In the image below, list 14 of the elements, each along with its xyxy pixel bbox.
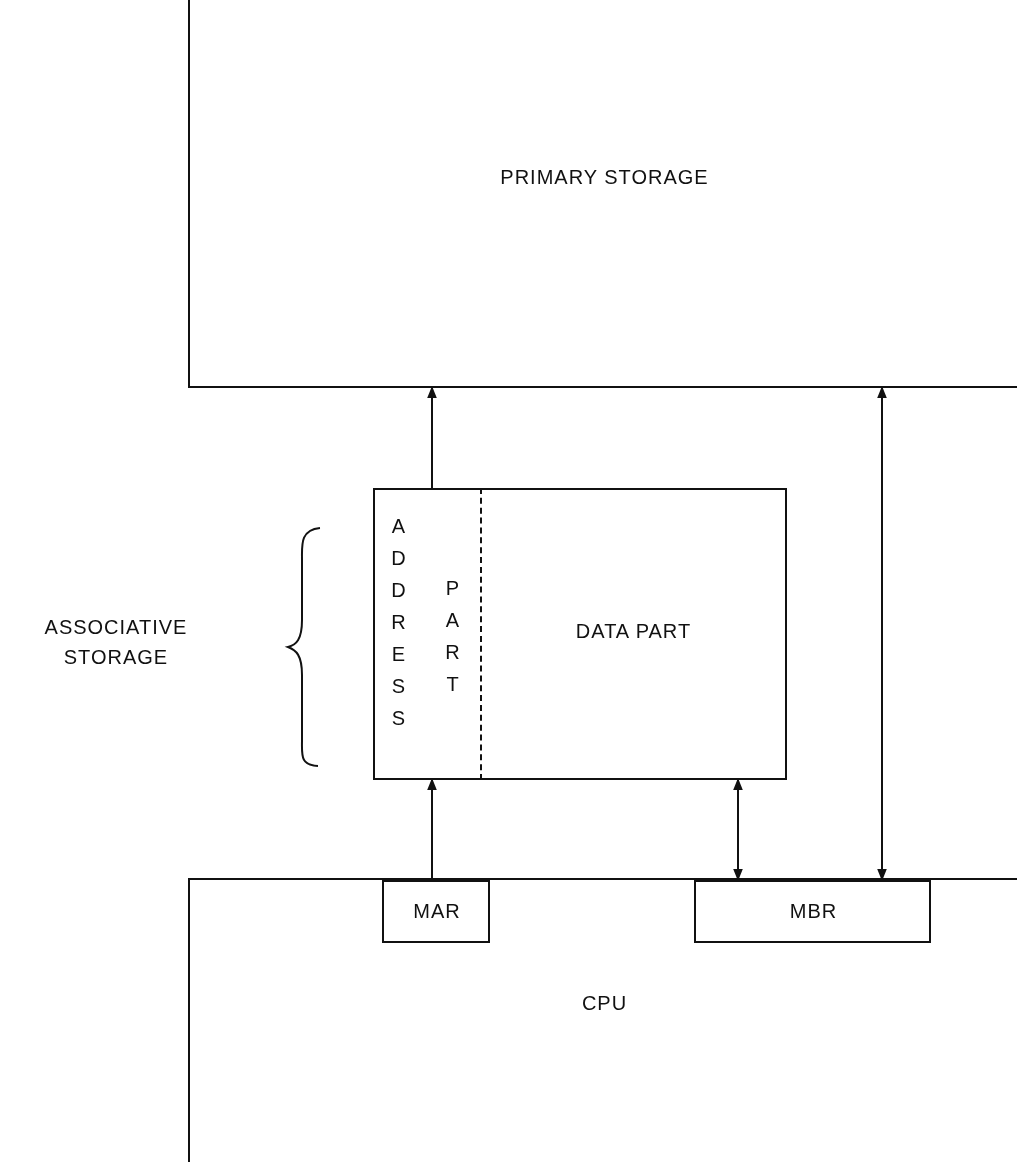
arrow bbox=[427, 385, 437, 490]
node-label: MAR bbox=[412, 900, 462, 923]
processor-block bbox=[188, 878, 1017, 1162]
register-box bbox=[382, 880, 490, 943]
memory-box bbox=[373, 488, 787, 780]
node-label: DATA PART bbox=[574, 620, 693, 643]
register-box bbox=[694, 880, 931, 943]
vertical-label: PART bbox=[444, 576, 462, 697]
storage-block bbox=[188, 0, 1017, 388]
node-label: PRIMARY STORAGE bbox=[499, 166, 710, 189]
vertical-label: ADDRESS bbox=[390, 514, 408, 731]
side-label: ASSOCIATIVE STORAGE bbox=[43, 615, 189, 670]
node-label: MBR bbox=[788, 900, 839, 923]
node-label: CPU bbox=[580, 992, 629, 1015]
